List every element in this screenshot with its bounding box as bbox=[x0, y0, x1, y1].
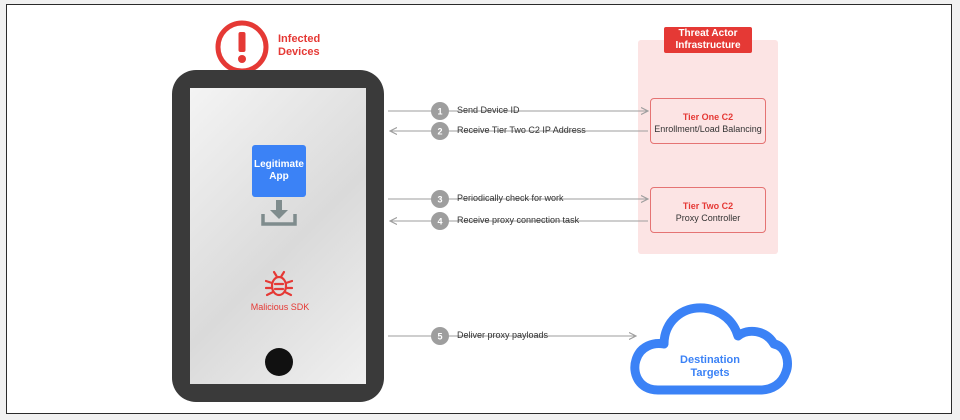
step-2-label: Receive Tier Two C2 IP Address bbox=[457, 125, 586, 135]
diagram-frame bbox=[6, 4, 952, 414]
home-button bbox=[265, 348, 293, 376]
step-1-label: Send Device ID bbox=[457, 105, 520, 115]
svg-text:1: 1 bbox=[437, 107, 442, 117]
destination-targets-label: Destination Targets bbox=[680, 354, 740, 379]
download-icon bbox=[261, 200, 297, 226]
tier-one-c2-box: Tier One C2 Enrollment/Load Balancing bbox=[650, 98, 766, 144]
tier-two-c2-box: Tier Two C2 Proxy Controller bbox=[650, 187, 766, 233]
step-5-label: Deliver proxy payloads bbox=[457, 330, 549, 340]
malicious-sdk-label: Malicious SDK bbox=[250, 302, 310, 312]
bug-icon bbox=[265, 270, 293, 297]
tier-one-c2-title: Tier One C2 bbox=[682, 112, 734, 122]
svg-text:5: 5 bbox=[437, 332, 442, 342]
tier-two-c2-title: Tier Two C2 bbox=[682, 201, 734, 211]
svg-text:4: 4 bbox=[437, 217, 442, 227]
step-3-badge: 3 bbox=[431, 190, 449, 208]
svg-text:3: 3 bbox=[437, 195, 442, 205]
step-4-label: Receive proxy connection task bbox=[457, 215, 580, 225]
step-4-badge: 4 bbox=[431, 212, 449, 230]
legitimate-app: Legitimate App bbox=[252, 145, 306, 197]
threat-infrastructure-title: Threat Actor Infrastructure bbox=[664, 27, 752, 53]
tier-one-c2-subtitle: Enrollment/Load Balancing bbox=[654, 124, 762, 134]
cloud-icon bbox=[630, 303, 792, 395]
phone-screen bbox=[190, 88, 366, 384]
alert-icon bbox=[215, 20, 269, 74]
step-5-badge: 5 bbox=[431, 327, 449, 345]
step-2-badge: 2 bbox=[431, 122, 449, 140]
infected-devices-label: Infected Devices bbox=[278, 33, 321, 58]
tier-two-c2-subtitle: Proxy Controller bbox=[675, 213, 741, 223]
step-3-label: Periodically check for work bbox=[457, 193, 564, 203]
step-1-badge: 1 bbox=[431, 102, 449, 120]
svg-text:2: 2 bbox=[437, 127, 442, 137]
